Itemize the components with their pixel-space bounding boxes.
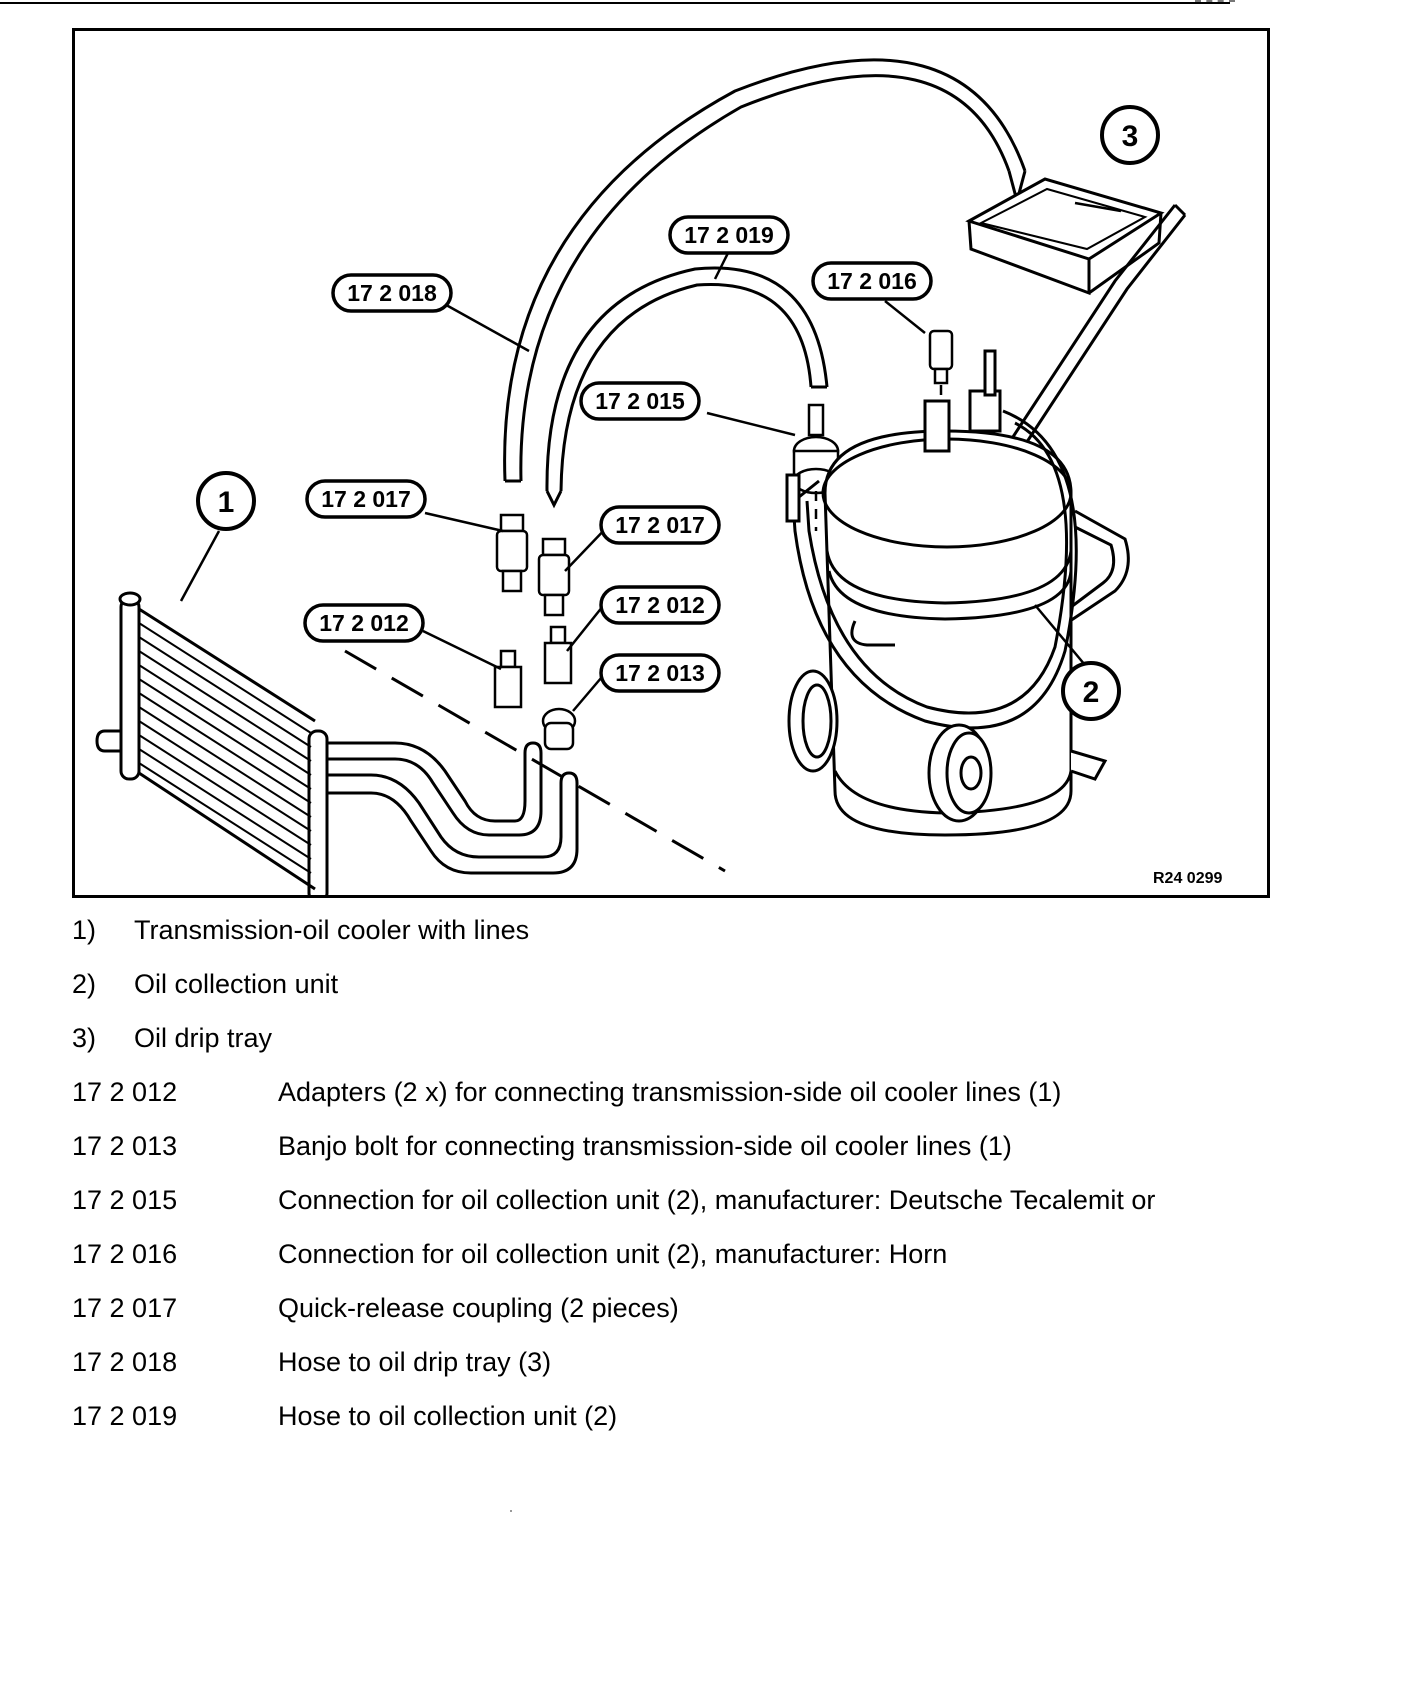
- tool-number: 17 2 015: [72, 1185, 178, 1215]
- svg-text:17 2 015: 17 2 015: [595, 388, 685, 414]
- tool-callout-conn-tecalemit: 17 2 015: [579, 381, 701, 421]
- tool-callout-coupling-right: 17 2 017: [599, 505, 721, 545]
- tool-description: Connection for oil collection unit (2), …: [278, 1239, 948, 1269]
- svg-text:17 2 013: 17 2 013: [615, 660, 705, 686]
- tool-number: 17 2 016: [72, 1239, 178, 1269]
- legend-key: 2): [72, 969, 97, 999]
- legend-text: Transmission-oil cooler with lines: [134, 915, 530, 945]
- tool-callout-hose-unit: 17 2 019: [668, 215, 790, 255]
- legend-text: Oil collection unit: [134, 969, 339, 999]
- callout-1: 1: [196, 471, 256, 531]
- legend-key: 3): [72, 1023, 97, 1053]
- oil-drip-tray-drawing: [965, 177, 1165, 296]
- tool-description: Hose to oil drip tray (3): [278, 1347, 552, 1377]
- tool-number: 17 2 018: [72, 1347, 178, 1377]
- svg-text:2: 2: [1083, 676, 1100, 709]
- tool-description: Adapters (2 x) for connecting transmissi…: [278, 1077, 1062, 1107]
- svg-text:3: 3: [1122, 120, 1139, 153]
- tool-callout-banjo: 17 2 013: [599, 653, 721, 693]
- tool-callout-adapter-right: 17 2 012: [599, 585, 721, 625]
- svg-text:17 2 017: 17 2 017: [321, 486, 411, 512]
- technical-illustration: 1 2 3 17 2 018 17 2 019 17 2 016 17 2 01…: [72, 28, 1270, 898]
- tool-number: 17 2 019: [72, 1401, 178, 1431]
- tool-callout-hose-tray: 17 2 018: [331, 273, 453, 313]
- oil-collection-unit-drawing: [785, 203, 1187, 837]
- tool-description: Banjo bolt for connecting transmission-s…: [278, 1131, 1012, 1161]
- tool-number: 17 2 017: [72, 1293, 178, 1323]
- alignment-dash-line: [344, 649, 726, 873]
- scan-speck: [510, 1510, 512, 1512]
- svg-text:17 2 019: 17 2 019: [684, 222, 774, 248]
- legend-text: Oil drip tray: [134, 1023, 273, 1053]
- svg-text:1: 1: [218, 486, 235, 519]
- tool-description: Quick-release coupling (2 pieces): [278, 1293, 679, 1323]
- legend-key: 1): [72, 915, 97, 945]
- tool-number: 17 2 013: [72, 1131, 178, 1161]
- svg-text:17 2 012: 17 2 012: [615, 592, 705, 618]
- tool-callout-conn-horn: 17 2 016: [811, 261, 933, 301]
- top-rule: [0, 2, 1230, 4]
- svg-text:17 2 017: 17 2 017: [615, 512, 705, 538]
- callout-3: 3: [1100, 105, 1160, 165]
- figure-id: R24 0299: [1153, 870, 1222, 887]
- tool-callout-coupling-left: 17 2 017: [305, 479, 427, 519]
- tool-number: 17 2 012: [72, 1077, 178, 1107]
- svg-text:17 2 018: 17 2 018: [347, 280, 437, 306]
- fittings-drawing: [493, 329, 954, 751]
- top-rule-tail: [1195, 0, 1235, 2]
- svg-text:17 2 012: 17 2 012: [319, 610, 409, 636]
- tool-description: Hose to oil collection unit (2): [278, 1401, 618, 1431]
- illustration-svg: 1 2 3 17 2 018 17 2 019 17 2 016 17 2 01…: [95, 58, 1222, 895]
- tool-callout-adapter-left: 17 2 012: [303, 603, 425, 643]
- oil-cooler-drawing: [95, 591, 579, 895]
- svg-text:17 2 016: 17 2 016: [827, 268, 917, 294]
- callout-2: 2: [1061, 661, 1121, 721]
- tool-description: Connection for oil collection unit (2), …: [278, 1185, 1156, 1215]
- hose-to-collection-unit-drawing: [545, 266, 829, 509]
